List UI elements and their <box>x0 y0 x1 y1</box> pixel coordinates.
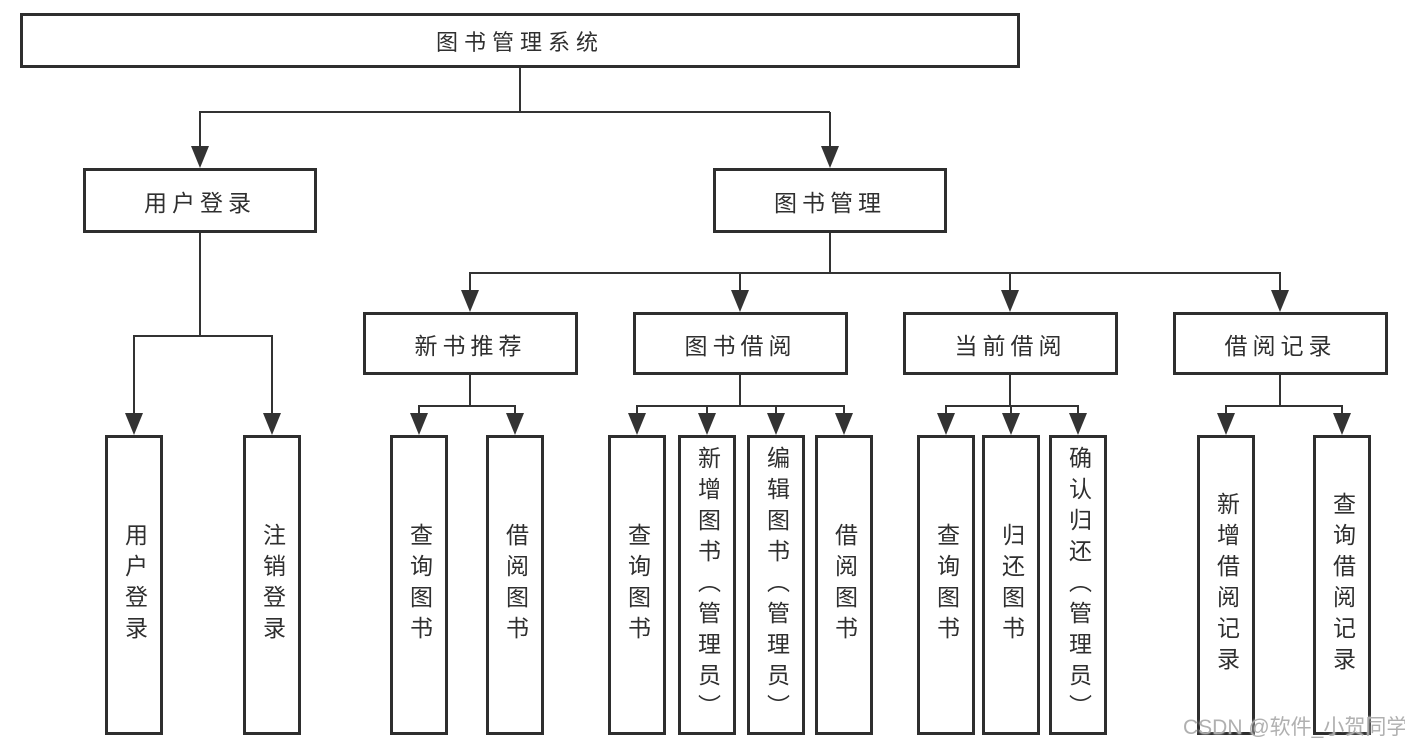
leaf-add-borrow-record-label: 新增借阅记录 <box>1213 492 1240 678</box>
leaf-query-books-recommend: 查询图书 <box>390 435 448 735</box>
leaf-query-borrow-record: 查询借阅记录 <box>1313 435 1371 735</box>
leaf-user-login: 用户登录 <box>105 435 163 735</box>
leaf-edit-book-admin-label: 编辑图书（管理员） <box>763 445 790 725</box>
leaf-add-book-admin: 新增图书（管理员） <box>678 435 736 735</box>
leaf-query-books-current-label: 查询图书 <box>933 523 960 647</box>
watermark: CSDN @软件_小贺同学 <box>1183 716 1405 739</box>
leaf-edit-book-admin: 编辑图书（管理员） <box>747 435 805 735</box>
leaf-borrow-books-recommend: 借阅图书 <box>486 435 544 735</box>
leaf-return-book-label: 归还图书 <box>998 523 1025 647</box>
leaf-query-books-current: 查询图书 <box>917 435 975 735</box>
leaf-logout: 注销登录 <box>243 435 301 735</box>
node-library-system: 图书管理系统 <box>20 13 1020 68</box>
node-book-management: 图书管理 <box>713 168 947 233</box>
leaf-add-borrow-record: 新增借阅记录 <box>1197 435 1255 735</box>
leaf-confirm-return-admin-label: 确认归还（管理员） <box>1065 445 1092 725</box>
leaf-query-books-borrow: 查询图书 <box>608 435 666 735</box>
leaf-return-book: 归还图书 <box>982 435 1040 735</box>
node-new-book-recommend: 新书推荐 <box>363 312 578 375</box>
leaf-confirm-return-admin: 确认归还（管理员） <box>1049 435 1107 735</box>
leaf-query-books-recommend-label: 查询图书 <box>406 523 433 647</box>
node-current-borrow: 当前借阅 <box>903 312 1118 375</box>
leaf-query-borrow-record-label: 查询借阅记录 <box>1329 492 1356 678</box>
leaf-logout-label: 注销登录 <box>259 523 286 647</box>
leaf-user-login-label: 用户登录 <box>121 523 148 647</box>
node-user-login: 用户登录 <box>83 168 317 233</box>
leaf-borrow-books: 借阅图书 <box>815 435 873 735</box>
leaf-query-books-borrow-label: 查询图书 <box>624 523 651 647</box>
leaf-add-book-admin-label: 新增图书（管理员） <box>694 445 721 725</box>
node-borrow-records: 借阅记录 <box>1173 312 1388 375</box>
leaf-borrow-books-recommend-label: 借阅图书 <box>502 523 529 647</box>
leaf-borrow-books-label: 借阅图书 <box>831 523 858 647</box>
node-book-borrow: 图书借阅 <box>633 312 848 375</box>
